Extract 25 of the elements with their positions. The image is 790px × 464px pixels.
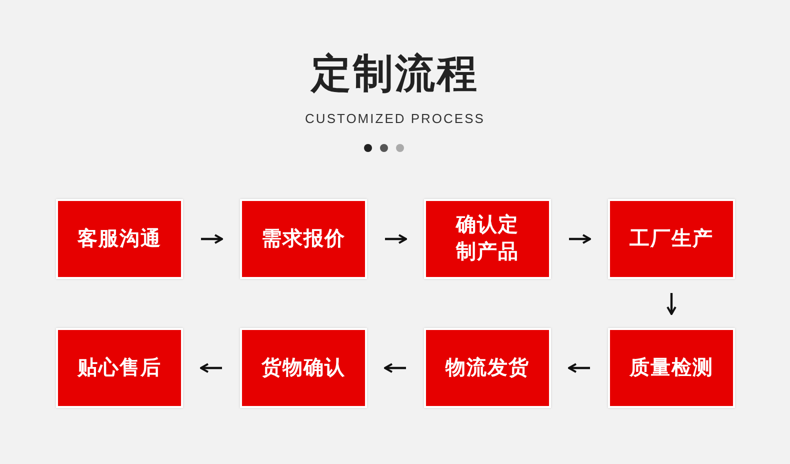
step-label: 工厂生产 — [630, 226, 714, 252]
process-box — [608, 199, 735, 279]
process-box — [240, 199, 367, 279]
process-box — [608, 328, 735, 408]
arrow — [569, 234, 591, 244]
step-label: 贴心售后 — [78, 356, 162, 380]
arrow — [200, 363, 222, 373]
process-box — [240, 328, 367, 408]
step-label: 质量检测 — [630, 356, 714, 380]
step-label: 物流发货 — [446, 356, 530, 380]
title: 定制流程 — [311, 50, 479, 98]
subtitle: CUSTOMIZED PROCESS — [305, 111, 485, 127]
step-label: 确认定制产品 — [454, 212, 520, 265]
arrow — [201, 234, 223, 244]
process-box — [424, 199, 551, 279]
process-box — [424, 328, 551, 408]
arrow — [568, 363, 590, 373]
process-box — [56, 328, 183, 408]
arrow — [666, 293, 676, 315]
process-box — [56, 199, 183, 279]
step-label: 需求报价 — [262, 226, 346, 252]
arrow — [385, 234, 407, 244]
step-label: 货物确认 — [262, 356, 346, 380]
arrow — [384, 363, 406, 373]
step-label: 客服沟通 — [78, 226, 162, 252]
